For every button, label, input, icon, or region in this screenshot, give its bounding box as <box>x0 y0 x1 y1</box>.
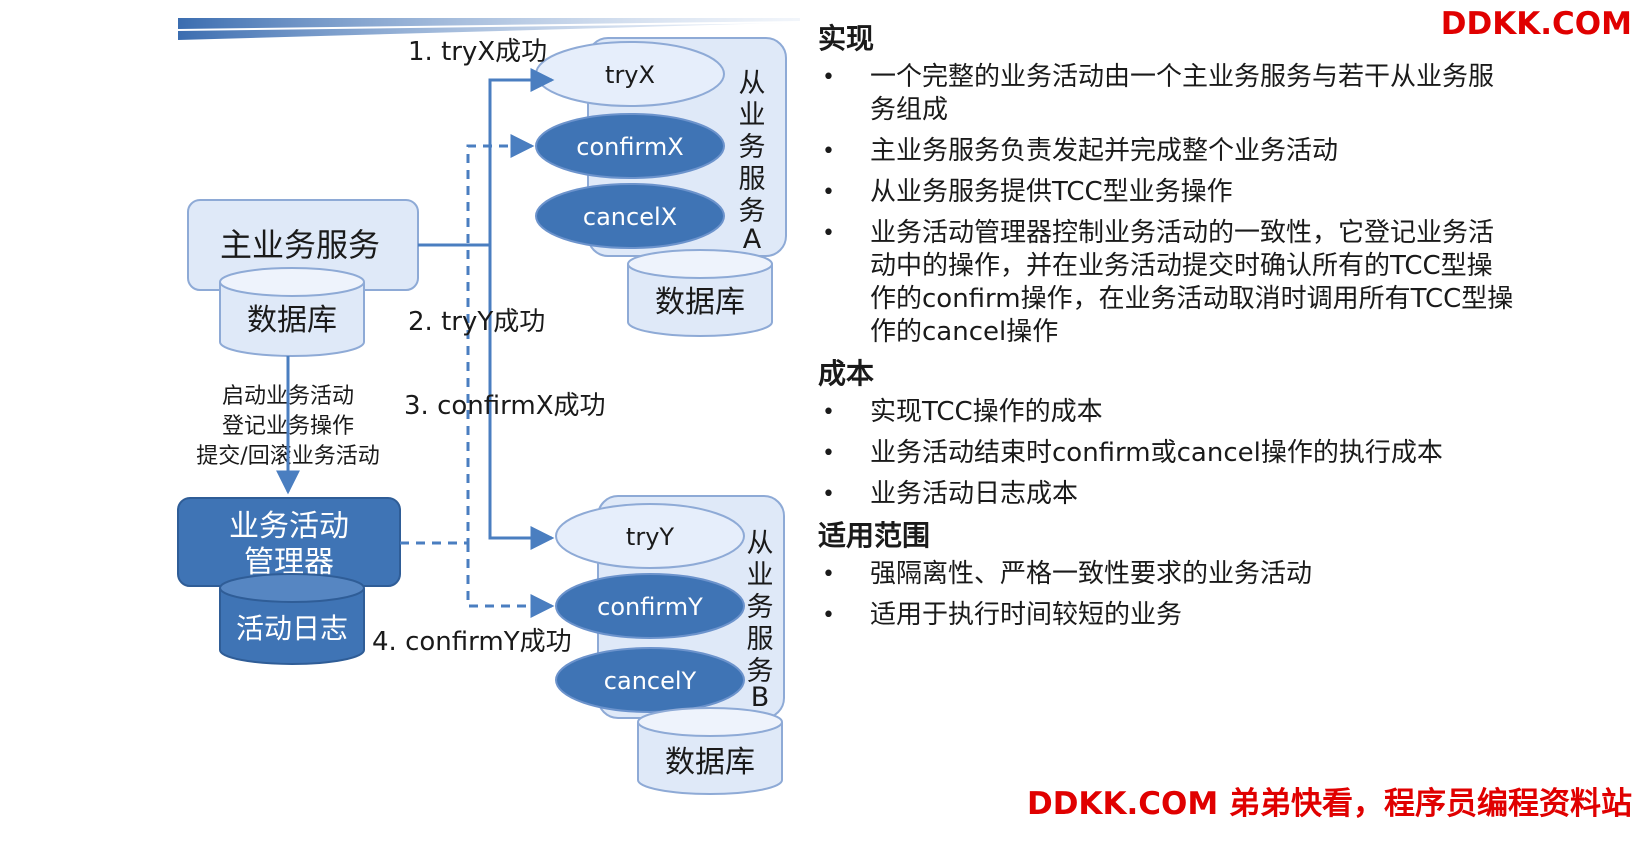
main-db-label: 数据库 <box>247 303 337 338</box>
step-2-label: 2. tryY成功 <box>408 307 545 337</box>
op-confirmx-label: confirmX <box>576 133 683 161</box>
bullet-item: 实现TCC操作的成本 <box>818 396 1518 429</box>
service-a-char-3: 务 <box>739 132 766 163</box>
arrow-manager-to-confirmx <box>400 134 535 545</box>
service-a-char-5: 务 <box>739 196 766 227</box>
op-cancely <box>555 647 745 713</box>
bullet-item: 主业务服务负责发起并完成整个业务活动 <box>818 135 1518 168</box>
op-cancelx-label: cancelX <box>583 203 677 231</box>
service-a-char-4: 服 <box>739 164 766 195</box>
section-scope: 适用范围 强隔离性、严格一致性要求的业务活动 适用于执行时间较短的业务 <box>818 519 1518 632</box>
service-a-db <box>627 249 773 337</box>
section-cost-title: 成本 <box>818 357 875 390</box>
service-b-label: 从 业 务 服 务 B <box>747 528 774 713</box>
section-implementation: 实现 一个完整的业务活动由一个主业务服务与若干从业务服务组成 主业务服务负责发起… <box>818 22 1518 349</box>
service-b-char-1: 从 <box>747 528 774 559</box>
bullet-item: 从业务服务提供TCC型业务操作 <box>818 176 1518 209</box>
banner-stripe-line <box>177 21 800 31</box>
activity-log-db <box>219 573 365 665</box>
service-a-char-6: A <box>743 224 762 255</box>
op-confirmy-label: confirmY <box>597 593 703 621</box>
step-3-label: 3. confirmX成功 <box>404 391 606 421</box>
op-confirmy <box>555 573 745 639</box>
service-b-char-4: 服 <box>747 624 774 655</box>
tcc-diagram: 从 业 务 服 务 A tryX confirmX cancelX 数据库 从 … <box>177 18 800 795</box>
op-cancely-label: cancelY <box>604 667 697 695</box>
bullet-item: 适用于执行时间较短的业务 <box>818 599 1518 632</box>
step-1-label: 1. tryX成功 <box>408 37 547 67</box>
main-db <box>219 267 365 357</box>
section-implementation-list: 一个完整的业务活动由一个主业务服务与若干从业务服务组成 主业务服务负责发起并完成… <box>818 61 1518 349</box>
op-tryy <box>555 503 745 569</box>
bullet-item: 业务活动管理器控制业务活动的一致性，它登记业务活动中的操作，并在业务活动提交时确… <box>818 217 1518 349</box>
bullet-item: 业务活动日志成本 <box>818 478 1518 511</box>
service-b-char-6: B <box>751 682 770 713</box>
bullet-item: 一个完整的业务活动由一个主业务服务与若干从业务服务组成 <box>818 61 1518 127</box>
section-cost-list: 实现TCC操作的成本 业务活动结束时confirm或cancel操作的执行成本 … <box>818 396 1518 511</box>
service-a-char-2: 业 <box>739 100 766 131</box>
activity-log-label: 活动日志 <box>236 612 348 645</box>
service-b-char-2: 业 <box>747 560 774 591</box>
main-service-label: 主业务服务 <box>220 226 380 264</box>
arrow-main-to-tryx <box>418 68 555 247</box>
service-a-db-label: 数据库 <box>655 285 745 320</box>
op-tryy-label: tryY <box>626 523 674 551</box>
service-b-db-label: 数据库 <box>665 745 755 780</box>
section-scope-list: 强隔离性、严格一致性要求的业务活动 适用于执行时间较短的业务 <box>818 558 1518 632</box>
watermark-top: DDKK.COM <box>1440 6 1632 42</box>
watermark-bottom: DDKK.COM 弟弟快看，程序员编程资料站 <box>1026 786 1632 822</box>
op-tryx-label: tryX <box>605 61 655 89</box>
step-4-label: 4. confirmY成功 <box>372 627 572 657</box>
arrow-main-to-tryy <box>488 245 555 550</box>
bullet-item: 业务活动结束时confirm或cancel操作的执行成本 <box>818 437 1518 470</box>
op-cancelx <box>535 183 725 249</box>
section-implementation-title: 实现 <box>818 22 875 55</box>
section-scope-title: 适用范围 <box>818 519 931 552</box>
arrow-manager-to-confirmy <box>466 543 555 618</box>
op-confirmx <box>535 113 725 179</box>
manager-label-1: 业务活动 <box>229 509 349 544</box>
service-a-char-1: 从 <box>739 68 766 99</box>
service-b-db <box>637 707 783 795</box>
service-b-char-5: 务 <box>747 656 774 687</box>
bullet-item: 强隔离性、严格一致性要求的业务活动 <box>818 558 1518 591</box>
section-cost: 成本 实现TCC操作的成本 业务活动结束时confirm或cancel操作的执行… <box>818 357 1518 511</box>
service-b-char-3: 务 <box>747 592 774 623</box>
service-a-label: 从 业 务 服 务 A <box>739 68 766 255</box>
description-panel: 实现 一个完整的业务活动由一个主业务服务与若干从业务服务组成 主业务服务负责发起… <box>818 22 1518 640</box>
